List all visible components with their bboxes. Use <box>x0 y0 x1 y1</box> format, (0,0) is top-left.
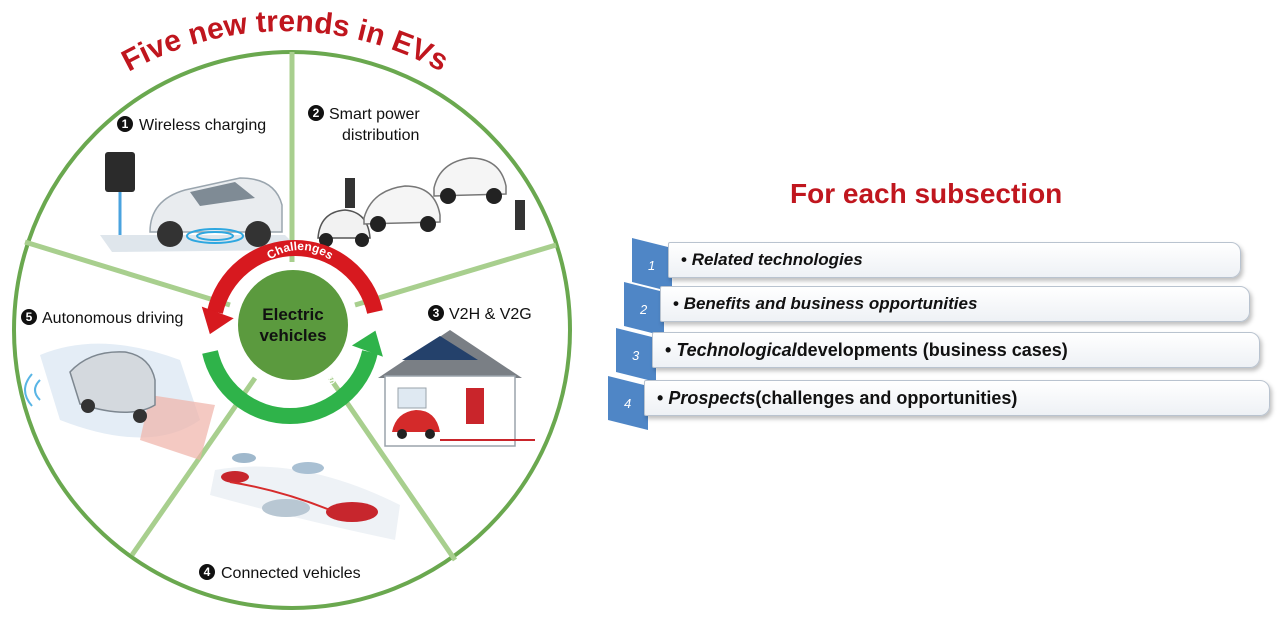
svg-text:4: 4 <box>204 565 211 579</box>
segment-4-label: 4 Connected vehicles <box>199 564 361 582</box>
item-bar-4: • Prospects (challenges and opportunitie… <box>644 380 1270 416</box>
segment-2-label: 2 Smart power distribution <box>308 105 420 144</box>
item-number-4: 4 <box>624 396 632 411</box>
tab-2 <box>624 282 664 336</box>
segment-1-label: 1 Wireless charging <box>117 116 266 134</box>
svg-text:Wireless charging: Wireless charging <box>139 117 266 134</box>
trends-wheel: Five new trends in EVs 1 Wireless chargi… <box>12 5 572 610</box>
hub-electric-label: Electric <box>262 305 323 324</box>
subsection-title: For each subsection <box>790 178 1063 209</box>
subsection-item-2: 2 • Benefits and business opportunities <box>620 282 1250 336</box>
number-badge-5 <box>21 309 37 325</box>
tab-1 <box>632 238 672 292</box>
svg-text:3: 3 <box>433 306 440 320</box>
svg-text:1: 1 <box>122 117 129 131</box>
svg-text:Autonomous driving: Autonomous driving <box>42 310 183 327</box>
number-badge-4 <box>199 564 215 580</box>
item-bar-3: • Technological developments (business c… <box>652 332 1260 368</box>
item-number-1: 1 <box>648 258 656 273</box>
item-bar-1: • Related technologies <box>668 242 1241 278</box>
svg-text:2: 2 <box>313 106 320 120</box>
item-number-2: 2 <box>640 302 648 317</box>
svg-text:Smart power: Smart power <box>329 106 420 123</box>
item-bar-2: • Benefits and business opportunities <box>660 286 1250 322</box>
number-badge-2 <box>308 105 324 121</box>
number-badge-3 <box>428 305 444 321</box>
wireless-charging-illustration <box>100 152 300 252</box>
segment-5-label: 5 Autonomous driving <box>21 309 183 327</box>
svg-text:Connected vehicles: Connected vehicles <box>221 565 361 582</box>
hub-cycle-arrows <box>201 240 383 424</box>
item-number-3: 3 <box>632 348 640 363</box>
smart-power-illustration <box>317 157 525 247</box>
svg-text:5: 5 <box>26 310 33 324</box>
item-text-4: Prospects <box>668 387 756 408</box>
v2h-v2g-illustration <box>378 330 535 447</box>
svg-text:distribution: distribution <box>342 127 419 144</box>
hub-circle <box>238 270 348 380</box>
tab-3 <box>616 328 656 382</box>
number-badge-1 <box>117 116 133 132</box>
item-text-2: Benefits and business opportunities <box>683 294 978 313</box>
item-text-3: Technological <box>676 339 797 360</box>
subsection-item-3: 3 • Technological developments (business… <box>612 328 1260 382</box>
tab-4 <box>608 376 648 430</box>
hub-vehicles-label: vehicles <box>259 326 326 345</box>
svg-text:V2H & V2G: V2H & V2G <box>449 306 532 323</box>
item-text-1: Related technologies <box>691 250 863 269</box>
segment-3-label: 3 V2H & V2G <box>428 305 532 323</box>
segment-dividers <box>24 52 557 562</box>
connected-vehicles-illustration <box>210 453 400 540</box>
subsection-item-1: 1 • Related technologies <box>628 238 1241 292</box>
subsection-item-4: 4 • Prospects (challenges and opportunit… <box>604 376 1270 430</box>
autonomous-driving-illustration <box>24 343 215 460</box>
